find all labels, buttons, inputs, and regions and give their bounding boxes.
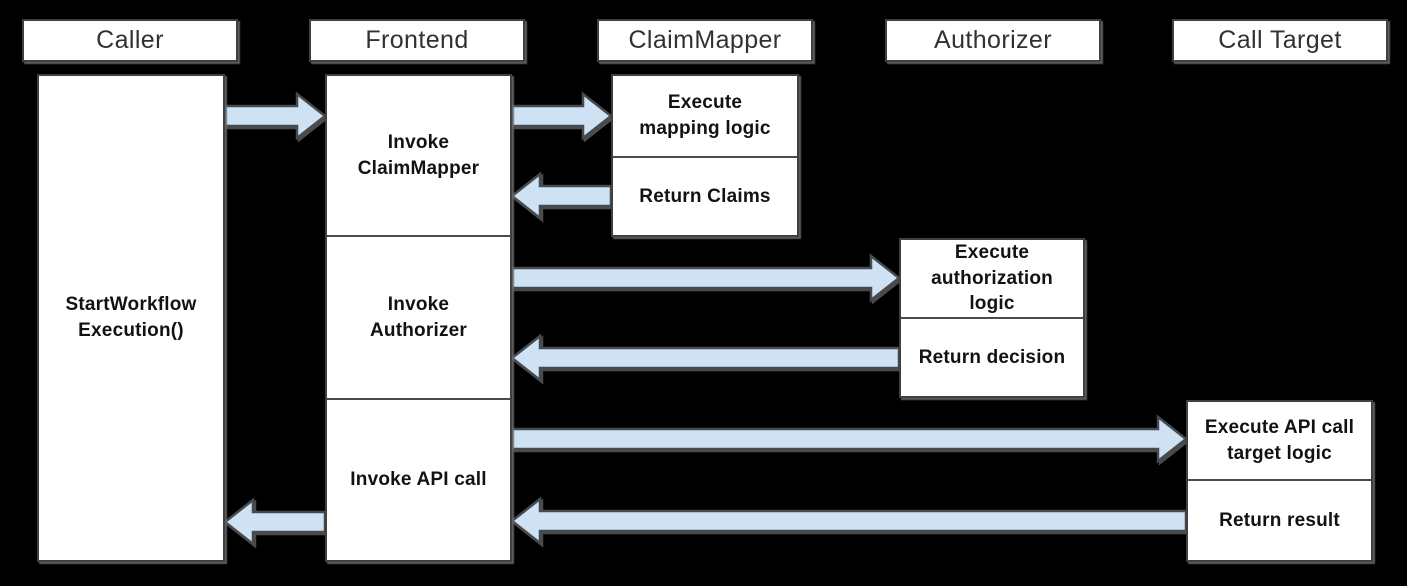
step-label: Return Claims — [639, 185, 771, 207]
step-invoke-authorizer: Invoke Authorizer — [327, 235, 510, 398]
step-invoke-claimmapper: Invoke ClaimMapper — [327, 76, 510, 235]
step-invoke-api-call: Invoke API call — [327, 398, 510, 560]
arrow-claimmapper-to-frontend — [509, 171, 613, 221]
step-execute-authorization-logic: Execute authorization logic — [901, 240, 1083, 317]
step-return-result: Return result — [1188, 479, 1371, 560]
lane-title: Authorizer — [934, 26, 1052, 54]
step-label: Invoke API call — [350, 469, 487, 491]
lane-header-caller: Caller — [22, 19, 238, 62]
step-return-decision: Return decision — [901, 317, 1083, 396]
lane-header-authorizer: Authorizer — [885, 19, 1101, 62]
activation-caller: StartWorkflow Execution() — [37, 74, 225, 562]
lane-header-frontend: Frontend — [309, 19, 525, 62]
arrow-frontend-to-calltarget — [510, 414, 1189, 464]
step-label: Invoke ClaimMapper — [357, 131, 480, 179]
lane-header-claimmapper: ClaimMapper — [597, 19, 813, 62]
step-label: StartWorkflow Execution() — [65, 294, 197, 341]
arrow-calltarget-to-frontend — [509, 496, 1188, 546]
activation-calltarget: Execute API call target logic Return res… — [1186, 400, 1373, 562]
activation-authorizer: Execute authorization logic Return decis… — [899, 238, 1085, 398]
arrow-frontend-to-authorizer — [510, 253, 902, 303]
arrow-caller-to-frontend — [223, 91, 328, 141]
step-label: Return result — [1219, 509, 1340, 531]
lane-title: Frontend — [365, 26, 469, 54]
arrow-frontend-to-claimmapper — [510, 91, 614, 141]
step-label: Execute mapping logic — [639, 92, 771, 139]
lane-title: Caller — [96, 26, 164, 54]
lane-header-calltarget: Call Target — [1172, 19, 1388, 62]
step-label: Execute authorization logic — [931, 242, 1053, 315]
activation-frontend: Invoke ClaimMapper Invoke Authorizer Inv… — [325, 74, 512, 562]
arrow-frontend-to-caller — [222, 497, 327, 547]
step-label: Execute API call target logic — [1204, 416, 1355, 464]
step-execute-mapping-logic: Execute mapping logic — [613, 76, 797, 156]
step-return-claims: Return Claims — [613, 156, 797, 235]
step-startworkflow-execution: StartWorkflow Execution() — [39, 76, 223, 560]
activation-claimmapper: Execute mapping logic Return Claims — [611, 74, 799, 237]
lane-title: Call Target — [1218, 26, 1342, 54]
lane-title: ClaimMapper — [628, 26, 782, 54]
step-label: Invoke Authorizer — [370, 293, 467, 341]
step-label: Return decision — [918, 346, 1066, 368]
arrow-authorizer-to-frontend — [509, 333, 901, 383]
step-execute-api-call-target-logic: Execute API call target logic — [1188, 402, 1371, 479]
